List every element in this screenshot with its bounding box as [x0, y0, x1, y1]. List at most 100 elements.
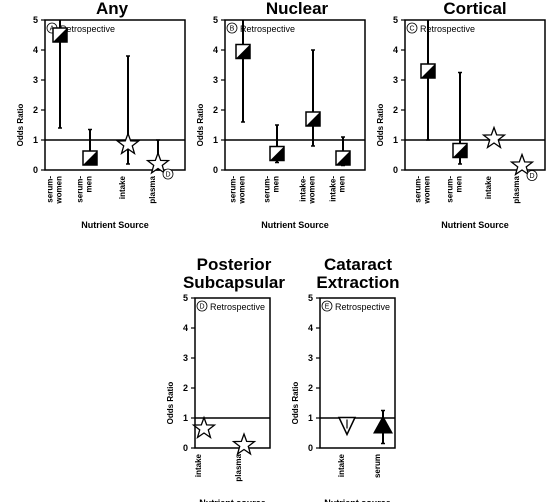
plot-frame	[224, 19, 366, 171]
panel-title: Cataract	[324, 255, 392, 274]
y-tick-label: 3	[213, 75, 218, 85]
y-tick-label: 2	[33, 105, 38, 115]
y-tick-label: 3	[33, 75, 38, 85]
square-marker-fill	[270, 146, 284, 161]
star-marker	[481, 125, 507, 149]
x-category-label: women	[423, 176, 432, 205]
panel-letter: B	[230, 26, 235, 33]
x-axis-label: Nutrient source	[324, 498, 391, 502]
x-category-label: intake	[484, 175, 493, 199]
panel-letter-circle	[406, 22, 418, 34]
y-tick-label: 2	[308, 383, 313, 393]
x-category-label: serum-	[263, 176, 272, 203]
y-tick-label: 0	[308, 443, 313, 453]
plot-frame	[404, 19, 546, 171]
point-tag-circle	[162, 168, 174, 180]
x-category-label: plasma	[234, 453, 243, 481]
plot-frame	[194, 297, 271, 449]
x-category-label: men	[85, 176, 94, 193]
x-category-label: intake	[337, 453, 346, 477]
panel-letter: A	[50, 26, 55, 33]
y-tick-label: 2	[393, 105, 398, 115]
star-marker	[231, 432, 257, 456]
star-marker	[145, 151, 171, 175]
y-tick-label: 4	[183, 323, 188, 333]
panel-title: Any	[96, 0, 129, 18]
y-axis-label: Odds Ratio	[166, 382, 175, 425]
x-category-label: men	[338, 176, 347, 193]
panel-note: Retrospective	[420, 24, 475, 34]
x-axis-label: Nutrient Source	[261, 220, 329, 230]
y-tick-label: 5	[33, 15, 38, 25]
y-tick-label: 3	[308, 353, 313, 363]
panel-letter-circle	[321, 300, 333, 312]
y-tick-label: 3	[393, 75, 398, 85]
y-axis-label: Odds Ratio	[376, 104, 385, 147]
panel-letter: E	[325, 304, 330, 311]
y-tick-label: 5	[308, 293, 313, 303]
star-marker	[115, 131, 141, 155]
x-category-label: serum-	[76, 176, 85, 203]
x-category-label: intake-	[299, 176, 308, 202]
y-tick-label: 4	[393, 45, 398, 55]
panel-title: Extraction	[316, 273, 399, 292]
panel-title: Subcapsular	[183, 273, 285, 292]
panel-title: Posterior	[197, 255, 272, 274]
square-marker-fill	[236, 44, 250, 59]
x-category-label: women	[55, 176, 64, 205]
square-marker-fill	[53, 28, 67, 42]
y-tick-label: 1	[213, 135, 218, 145]
y-tick-label: 0	[183, 443, 188, 453]
x-category-label: men	[455, 176, 464, 193]
x-category-label: intake-	[329, 176, 338, 202]
point-tag: D	[165, 172, 170, 179]
y-tick-label: 5	[393, 15, 398, 25]
square-marker-fill	[83, 151, 97, 165]
star-marker	[191, 415, 217, 439]
y-tick-label: 0	[393, 165, 398, 175]
point-tag-circle	[526, 170, 538, 181]
x-category-label: serum-	[446, 176, 455, 203]
y-tick-label: 4	[33, 45, 38, 55]
x-category-label: plasma	[512, 175, 521, 203]
x-category-label: plasma	[148, 175, 157, 203]
panel-note: Retrospective	[240, 24, 295, 34]
panel-note: Retrospective	[210, 302, 265, 312]
panel-letter: D	[199, 304, 204, 311]
y-tick-label: 1	[33, 135, 38, 145]
x-category-label: serum-	[229, 176, 238, 203]
x-category-label: intake	[118, 175, 127, 199]
plot-frame	[44, 19, 186, 171]
square-marker-fill	[453, 143, 467, 158]
x-category-label: men	[272, 176, 281, 193]
panel-letter: C	[409, 26, 414, 33]
panel-letter-circle	[196, 300, 208, 312]
y-tick-label: 2	[213, 105, 218, 115]
y-tick-label: 5	[213, 15, 218, 25]
panel-note: Retrospective	[335, 302, 390, 312]
panel-letter-circle	[226, 22, 238, 34]
x-category-label: intake	[194, 453, 203, 477]
x-axis-label: Nutrient Source	[81, 220, 149, 230]
panel-title: Nuclear	[266, 0, 329, 18]
y-tick-label: 4	[308, 323, 313, 333]
point-tag: D	[529, 173, 534, 180]
x-axis-label: Nutrient source	[199, 498, 266, 502]
x-category-label: serum	[373, 454, 382, 478]
star-marker	[509, 152, 535, 176]
square-marker-fill	[306, 112, 320, 126]
y-tick-label: 0	[213, 165, 218, 175]
y-axis-label: Odds Ratio	[291, 382, 300, 425]
y-tick-label: 0	[33, 165, 38, 175]
x-category-label: women	[308, 176, 317, 205]
y-tick-label: 1	[308, 413, 313, 423]
y-tick-label: 3	[183, 353, 188, 363]
y-tick-label: 1	[393, 135, 398, 145]
panel-note: Retrospective	[60, 24, 115, 34]
